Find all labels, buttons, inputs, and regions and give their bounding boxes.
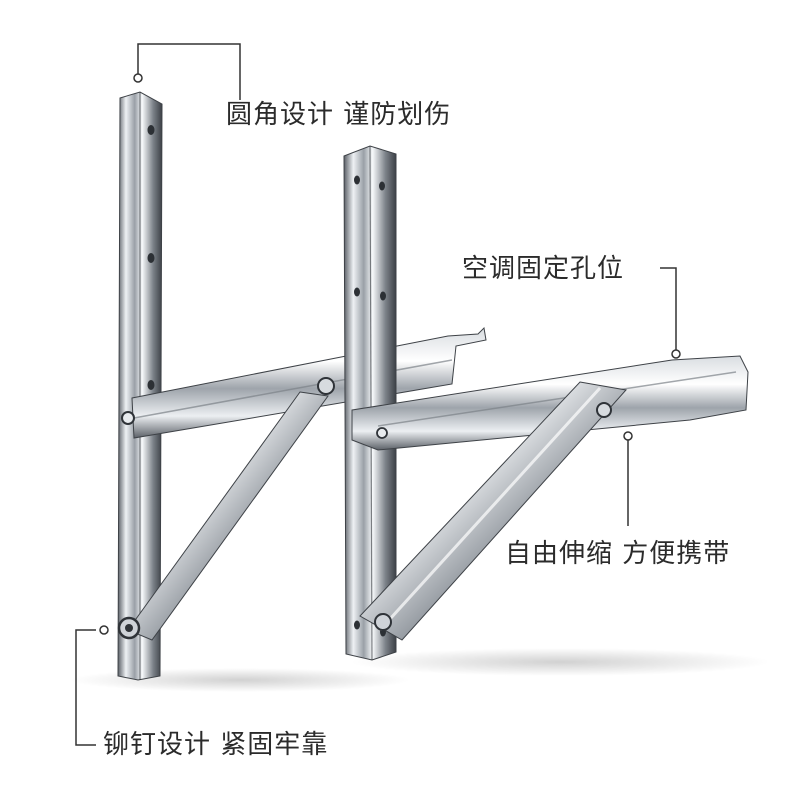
bracket-front <box>117 91 487 681</box>
arm-rivet <box>121 411 135 425</box>
callout-rivet-design: 铆钉设计 紧固牢靠 <box>103 730 329 760</box>
post-hole <box>147 125 155 135</box>
leader-dot <box>133 73 143 83</box>
callout-telescopic: 自由伸缩 方便携带 <box>505 539 731 569</box>
leader-line-mounting-holes <box>660 267 677 350</box>
post-hole <box>354 175 360 185</box>
arm-rivet <box>317 377 335 395</box>
front-horizontal-arm <box>131 326 487 439</box>
post-hole <box>380 291 386 301</box>
callout-ac-mounting-holes: 空调固定孔位 <box>462 254 625 284</box>
post-hole <box>147 253 155 263</box>
leader-lines <box>75 43 681 746</box>
post-hole <box>379 181 385 191</box>
back-horizontal-arm <box>351 355 749 451</box>
post-hole <box>147 380 155 390</box>
bottom-rivet <box>374 613 392 631</box>
post-hole <box>354 287 360 297</box>
post-hole <box>354 620 360 630</box>
arm-rivet <box>596 402 612 418</box>
front-diagonal-brace <box>127 391 329 641</box>
leader-dot <box>623 431 633 441</box>
callout-rounded-corner: 圆角设计 谨防划伤 <box>226 100 452 130</box>
leader-dot <box>99 625 109 635</box>
leader-line-rounded-corner <box>137 43 241 100</box>
arm-rivet <box>376 427 388 439</box>
leader-dot <box>671 349 681 359</box>
bracket-back <box>343 145 749 661</box>
leader-line-rivet <box>75 629 96 746</box>
floor-shadow <box>350 648 770 676</box>
back-diagonal-brace <box>359 381 627 641</box>
